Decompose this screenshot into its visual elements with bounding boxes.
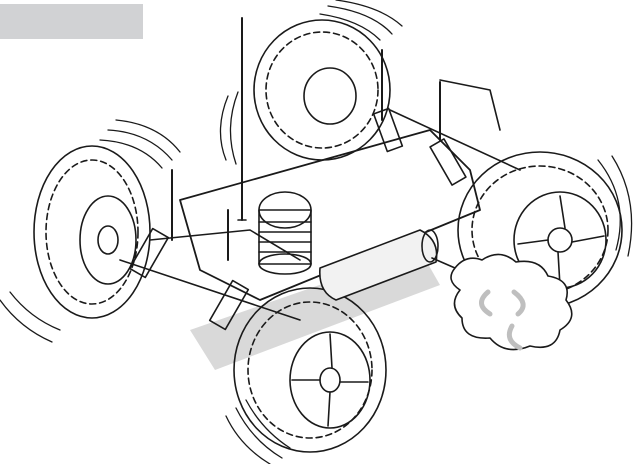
exhaust-pipe — [319, 229, 439, 301]
rear-right-wheel — [457, 151, 623, 309]
exhaust-smoke-cloud — [431, 253, 573, 351]
antenna — [237, 17, 247, 221]
shock-absorbers — [128, 49, 467, 331]
section-tab — [0, 4, 143, 39]
engine — [258, 191, 312, 275]
front-right-wheel — [233, 287, 387, 453]
rear-left-wheel — [253, 19, 391, 161]
front-left-wheel — [33, 145, 151, 319]
